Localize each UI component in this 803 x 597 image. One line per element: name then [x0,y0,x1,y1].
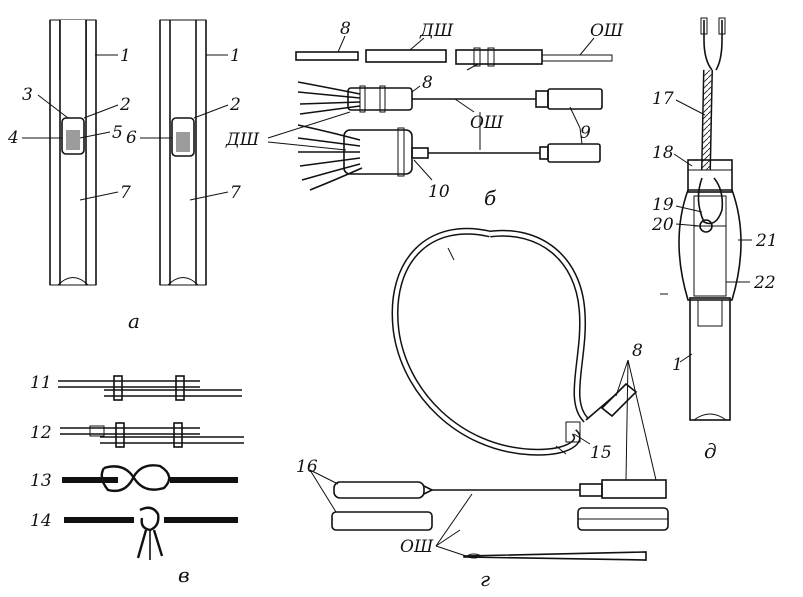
label-b-dsh-top: ДШ [419,21,454,41]
label-a-7: 7 [120,183,131,203]
label-b-8-mid: 8 [422,73,433,93]
label-v-11: 11 [30,373,52,393]
caption-g: г [480,567,490,591]
label-d-22: 22 [753,273,776,293]
label-d-18: 18 [652,143,674,163]
label-g-15: 15 [590,443,612,463]
panel-v: 11 12 13 14 в [30,373,244,587]
panel-a: 1 3 2 4 5 7 1 2 6 7 а [7,19,241,333]
label-a-right-2: 2 [229,95,241,115]
panel-b: 8 ДШ ОШ 8 ОШ ДШ 9 10 б [225,19,624,210]
label-v-12: 12 [30,423,52,443]
label-a-right-1: 1 [230,46,241,66]
caption-b: б [484,186,497,210]
label-d-17: 17 [652,89,674,109]
caption-a: а [128,309,140,333]
brush-low [297,124,601,191]
label-b-10: 10 [428,182,450,202]
label-v-13: 13 [30,471,52,491]
panel-a-right-tube [159,19,207,286]
label-a-1: 1 [120,46,131,66]
label-a-right-6: 6 [126,128,137,148]
caption-d: д [704,439,717,463]
label-g-16: 16 [296,457,318,477]
label-g-8: 8 [632,341,643,361]
panel-d: 17 18 19 20 21 22 1 д [651,17,778,463]
label-g-osh: ОШ [400,537,434,557]
label-v-14: 14 [30,511,52,531]
brush-mid [297,81,603,115]
label-a-5: 5 [112,123,123,143]
label-d-19: 19 [652,195,674,215]
label-b-osh-top: ОШ [590,21,624,41]
label-d-20: 20 [651,215,674,235]
panel-g: 8 16 15 ОШ г [296,227,669,591]
label-a-4: 4 [7,128,19,148]
label-b-8-top: 8 [340,19,351,39]
label-d-1: 1 [672,355,683,375]
panel-a-left-tube [49,19,97,286]
caption-v: в [178,563,190,587]
label-a-2: 2 [119,95,131,115]
label-d-21: 21 [755,231,778,251]
label-b-dsh-mid: ДШ [225,130,260,150]
label-a-3: 3 [22,85,33,105]
label-b-9: 9 [580,123,591,143]
label-b-osh-mid: ОШ [470,113,504,133]
label-a-right-7: 7 [230,183,241,203]
